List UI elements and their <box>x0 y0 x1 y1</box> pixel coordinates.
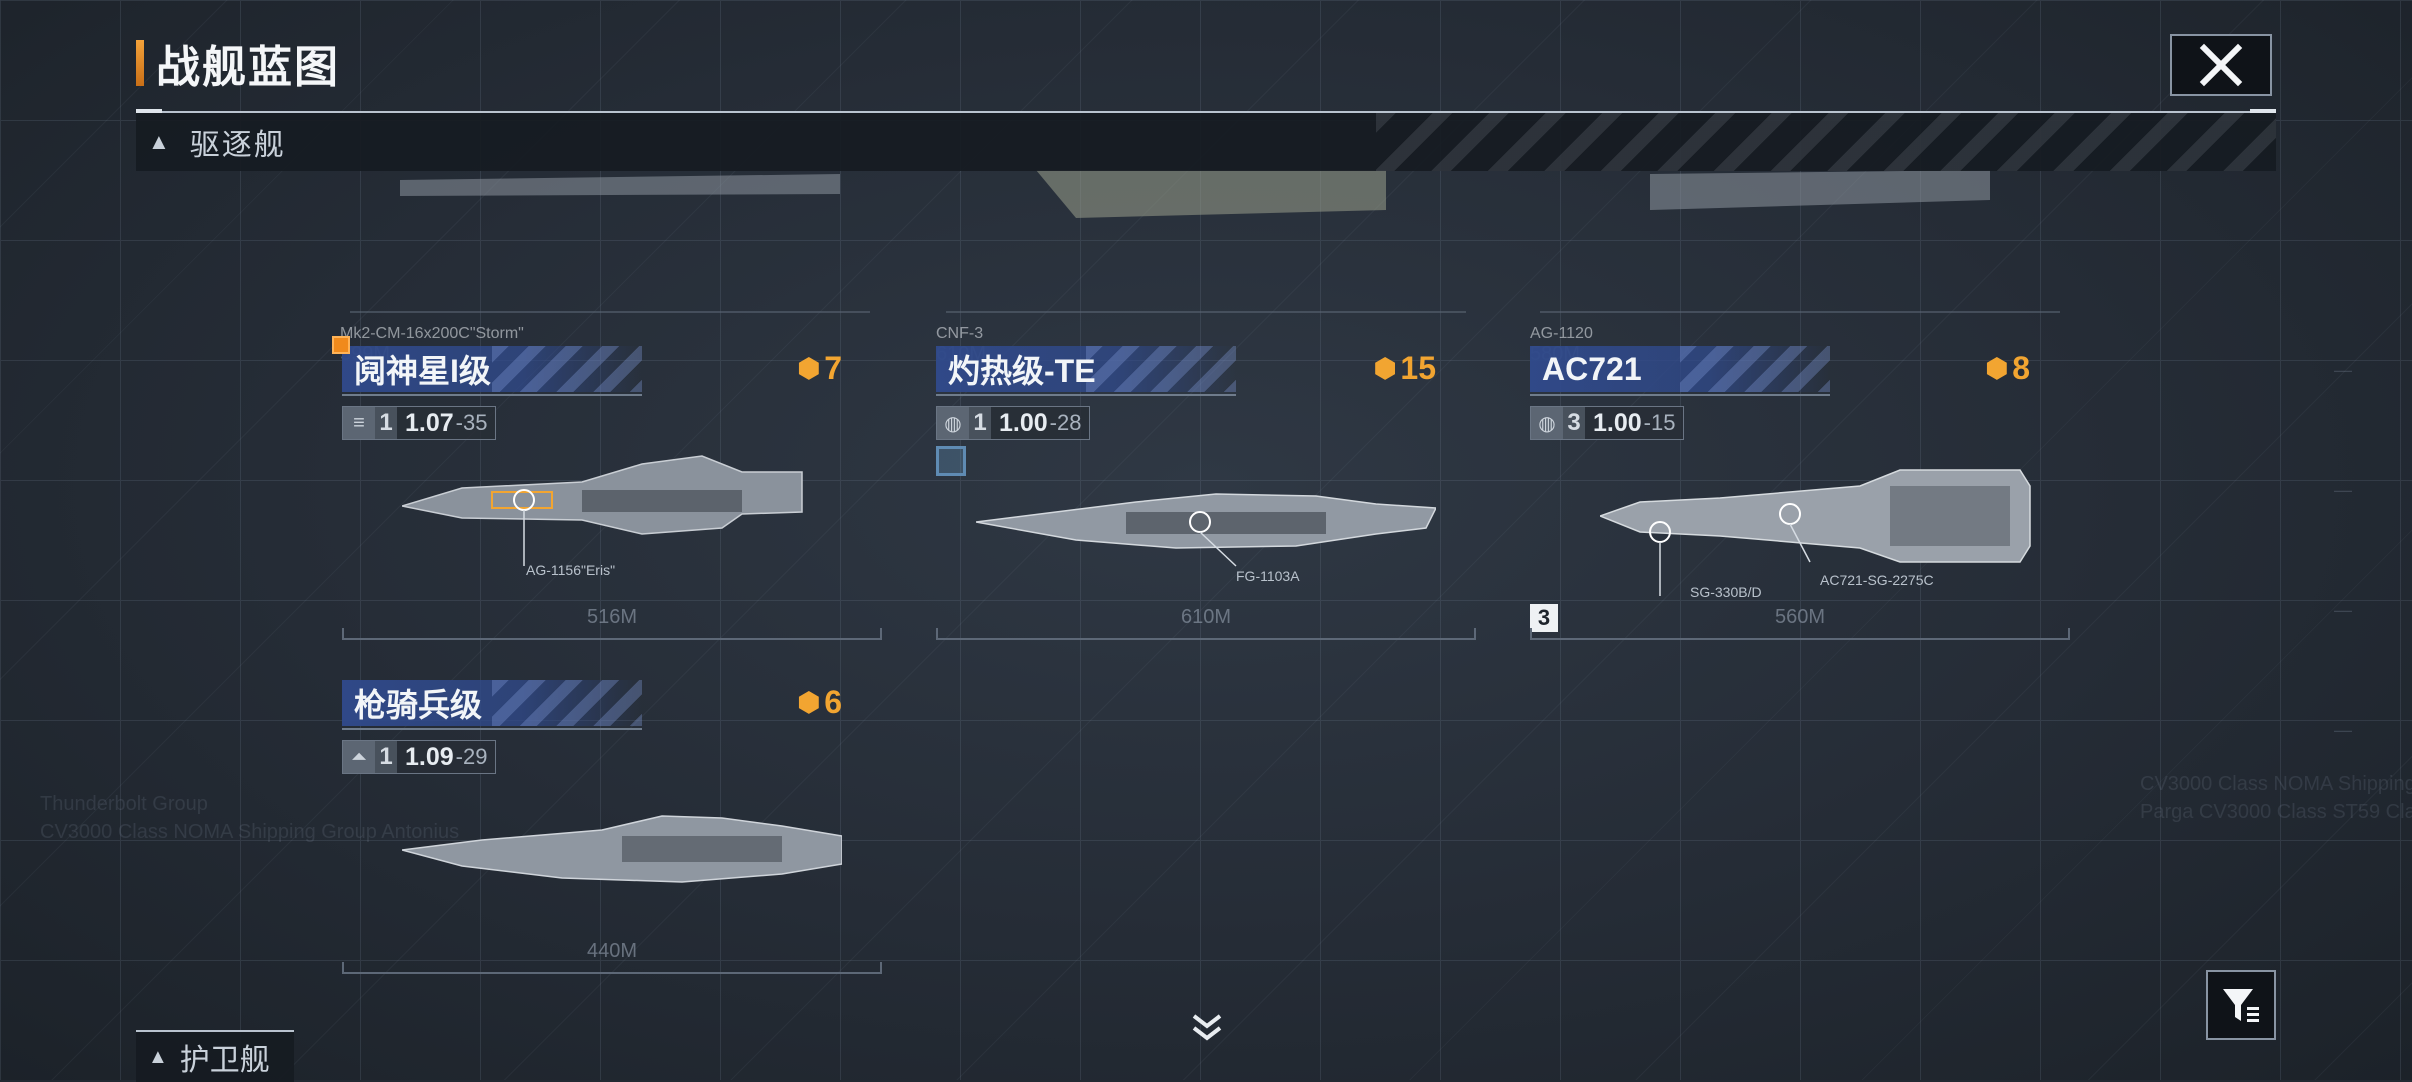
ship-name: 灼热级-TE <box>948 353 1096 389</box>
section-header-frigate[interactable]: ▲ 护卫舰 <box>136 1030 294 1082</box>
ship-length: 440M <box>586 940 638 962</box>
stat-secondary: -15 <box>1643 410 1676 435</box>
globe-icon: ◍ <box>1531 407 1563 439</box>
cost-display: ⬢ 6 <box>798 684 843 721</box>
ship-card-partial[interactable]: CNF-3 610M <box>936 160 1476 365</box>
stat-primary: 1.00 <box>1593 408 1642 437</box>
cost-value: 15 <box>1400 350 1436 386</box>
close-button[interactable] <box>2170 34 2272 96</box>
weapon-tag: AC721-SG-2275C <box>1820 572 1934 588</box>
scale-line <box>342 962 882 974</box>
scroll-down-icon[interactable] <box>1190 1010 1224 1044</box>
section-label: 驱逐舰 <box>189 129 286 162</box>
stat-primary: 1.07 <box>405 408 454 437</box>
ruler-tick: — <box>2334 360 2352 380</box>
special-frame-icon <box>936 446 966 476</box>
weapon-tag: AG-1156"Eris" <box>526 562 616 578</box>
ship-length: 610M <box>1180 606 1232 628</box>
ruler-tick: — <box>2334 600 2352 620</box>
page-header: 战舰蓝图 <box>136 38 340 92</box>
ship-stats: ◍ 1 1.00 -28 <box>936 406 1091 440</box>
ship-card-partial[interactable]: AG-1120 580M <box>1530 160 2070 365</box>
close-icon <box>2199 43 2243 87</box>
cost-icon: ⬢ <box>797 687 821 717</box>
globe-icon: ◍ <box>937 407 969 439</box>
ship-silhouette <box>946 170 1466 313</box>
cost-value: 6 <box>824 684 842 720</box>
ship-level: 1 <box>375 407 397 439</box>
ship-card[interactable]: 灼热级-TE ⬢ 15 ◍ 1 1.00 -28 FG-1103A 610M <box>936 346 1476 646</box>
scale-line <box>1530 628 2070 640</box>
name-underline <box>342 728 642 730</box>
weapon-tag: FG-1103A <box>1236 568 1300 584</box>
ship-card[interactable]: 枪骑兵级 ⬢ 6 ⏶ 1 1.09 -29 440M <box>342 680 882 980</box>
ship-name-bar: 灼热级-TE <box>936 346 1236 392</box>
name-underline <box>1530 394 1830 396</box>
ship-name-bar: AC721 <box>1530 346 1830 392</box>
collapse-triangle-icon: ▲ <box>148 1045 168 1068</box>
ship-length: 516M <box>586 606 638 628</box>
ship-silhouette <box>350 174 870 313</box>
ship-level: 3 <box>1563 407 1585 439</box>
name-underline <box>936 394 1236 396</box>
name-underline <box>342 394 642 396</box>
collapse-triangle-icon: ▲ <box>148 129 170 154</box>
count-badge: 3 <box>1530 604 1558 632</box>
stat-secondary: -28 <box>1049 410 1082 435</box>
scale-line <box>936 628 1476 640</box>
ship-card[interactable]: AC721 ⬢ 8 ◍ 3 1.00 -15 AC721-SG-2275C SG… <box>1530 346 2070 646</box>
ship-name: 枪骑兵级 <box>354 687 483 723</box>
header-divider <box>136 109 2276 113</box>
filter-button[interactable] <box>2206 970 2276 1040</box>
ship-silhouette <box>976 493 1436 567</box>
weapon-tag: SG-330B/D <box>1690 584 1762 600</box>
missile-icon: ⏶ <box>343 741 375 773</box>
section-stripes <box>1376 113 2276 171</box>
stat-primary: 1.00 <box>999 408 1048 437</box>
ship-length: 560M <box>1774 606 1826 628</box>
cost-value: 8 <box>2012 350 2030 386</box>
weapon-tag: CNF-3 <box>936 325 984 342</box>
filter-icon <box>2223 989 2259 1022</box>
background-text: CV3000 Class NOMA Shipping GroupParga CV… <box>2140 773 2412 823</box>
cost-display: ⬢ 8 <box>1986 350 2031 387</box>
cost-value: 7 <box>824 350 842 386</box>
cost-icon: ⬢ <box>1373 353 1397 383</box>
ship-name: 阋神星I级 <box>354 353 491 389</box>
ship-name-bar: 阋神星I级 <box>342 346 642 392</box>
cost-icon: ⬢ <box>797 353 821 383</box>
ship-stats: ≡ 1 1.07 -35 <box>342 406 497 440</box>
section-header-destroyer[interactable]: ▲ 驱逐舰 <box>136 113 2276 171</box>
ship-level: 1 <box>969 407 991 439</box>
page-title: 战舰蓝图 <box>156 43 340 92</box>
stat-primary: 1.09 <box>405 742 454 771</box>
stat-secondary: -29 <box>455 744 488 769</box>
ship-level: 1 <box>375 741 397 773</box>
cost-display: ⬢ 7 <box>798 350 843 387</box>
new-indicator <box>332 336 350 354</box>
ruler-tick: — <box>2334 720 2352 740</box>
section-label: 护卫舰 <box>179 1044 270 1077</box>
ship-silhouette <box>402 815 842 883</box>
ship-stats: ◍ 3 1.00 -15 <box>1530 406 1685 440</box>
ship-card-partial[interactable]: Mk2-CM-16x200C"Storm" 599M <box>340 160 880 365</box>
scale-line <box>342 628 882 640</box>
cost-icon: ⬢ <box>1985 353 2009 383</box>
ship-silhouette <box>1600 469 2031 596</box>
ruler-tick: — <box>2334 480 2352 500</box>
title-accent <box>136 40 144 86</box>
ship-silhouette <box>402 455 803 566</box>
ship-name: AC721 <box>1542 350 1642 387</box>
ship-card[interactable]: 阋神星I级 ⬢ 7 ≡ 1 1.07 -35 AG-1156"Eris" 516… <box>342 346 882 646</box>
weapon-tag: AG-1120 <box>1530 325 1593 342</box>
cost-display: ⬢ 15 <box>1374 350 1436 387</box>
module-icon: ≡ <box>343 407 375 439</box>
weapon-tag: Mk2-CM-16x200C"Storm" <box>340 325 524 342</box>
ship-name-bar: 枪骑兵级 <box>342 680 642 726</box>
stat-secondary: -35 <box>455 410 488 435</box>
ship-silhouette <box>1540 170 2060 313</box>
ship-stats: ⏶ 1 1.09 -29 <box>342 740 497 774</box>
